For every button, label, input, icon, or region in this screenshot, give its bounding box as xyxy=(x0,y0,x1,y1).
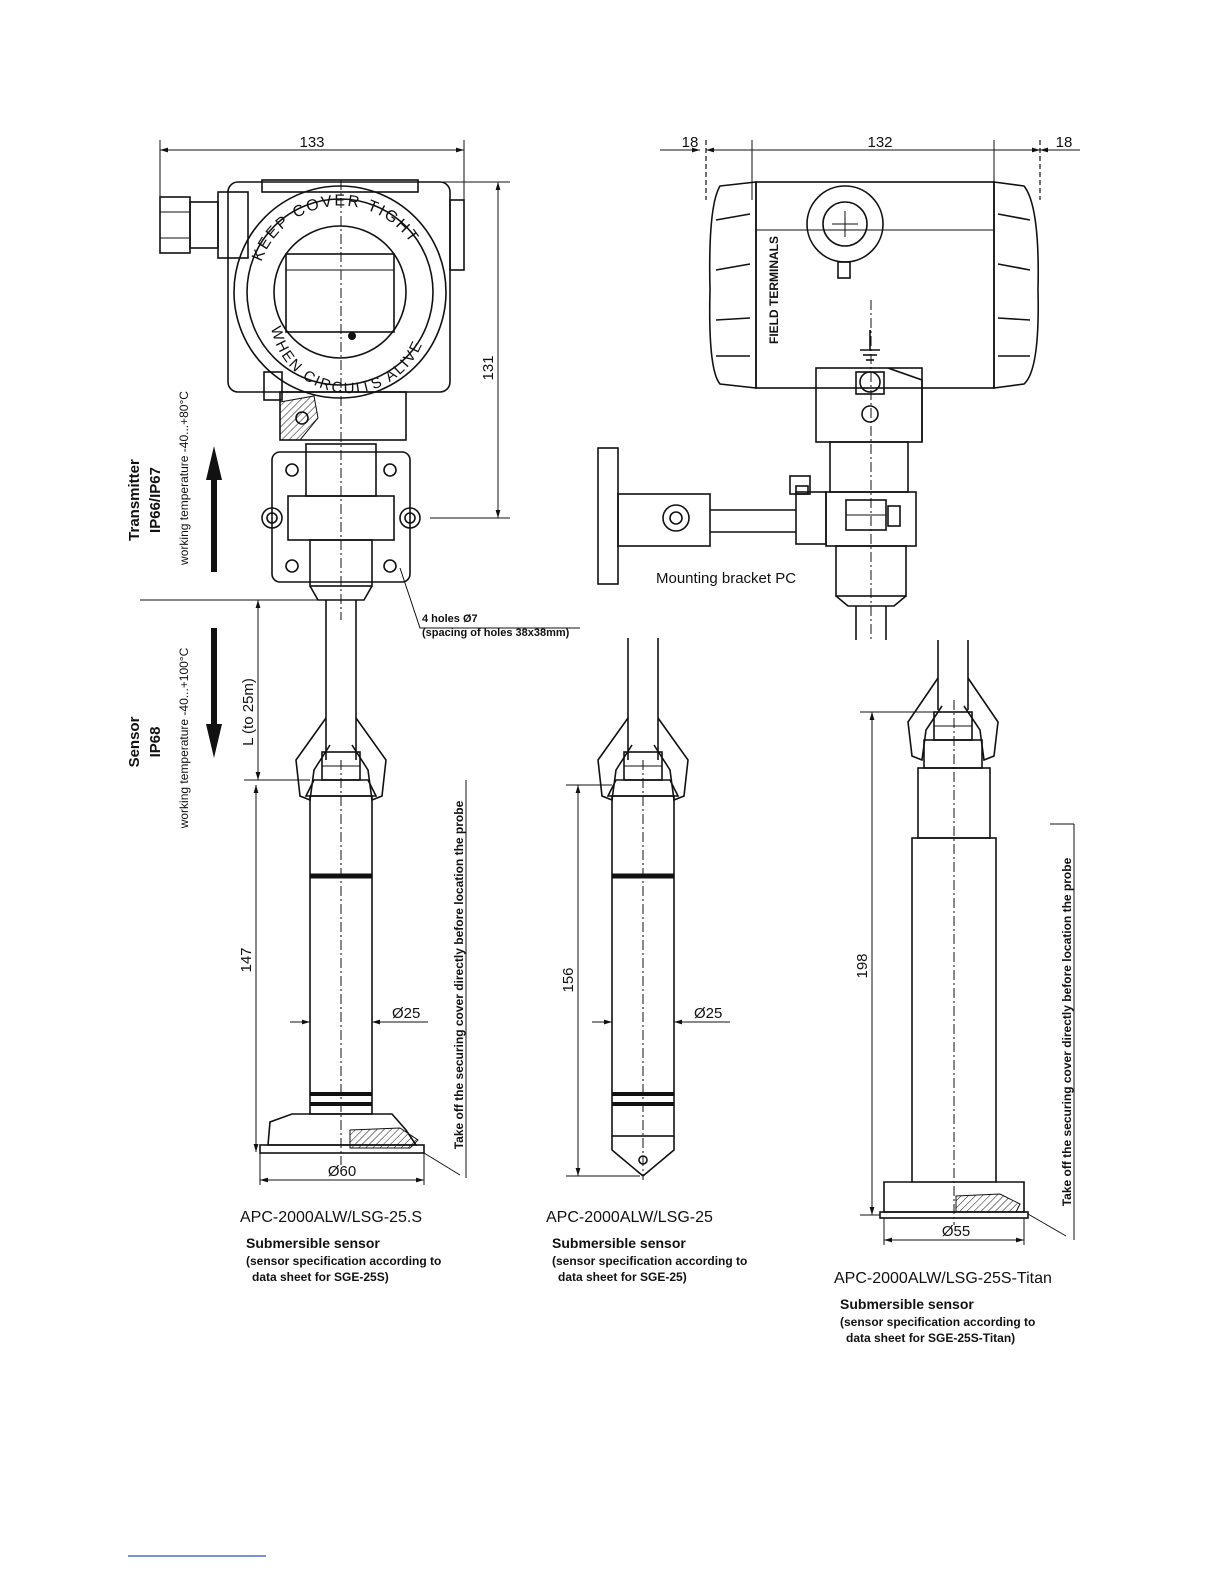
model-spec1-a: (sensor specification according to xyxy=(246,1254,441,1268)
model-spec2-b: data sheet for SGE-25) xyxy=(558,1270,687,1284)
model-spec1-b: (sensor specification according to xyxy=(552,1254,747,1268)
holes-label-2: (spacing of holes 38x38mm) xyxy=(422,627,570,639)
transmitter-front-view: 133 KEEP COVER TIGHT WHEN CIRCUITS ALIVE xyxy=(126,134,580,829)
sensor-temperature: working temperature -40...+100°C xyxy=(177,647,191,829)
probe-lsg-25s-titan: 198 Ø55 Take off the securing cover dire… xyxy=(834,640,1075,1345)
dim-right-side-left: 18 xyxy=(682,134,699,151)
dim-flange-a: Ø60 xyxy=(328,1163,356,1180)
model-type-b: Submersible sensor xyxy=(552,1235,686,1251)
svg-text:KEEP COVER TIGHT: KEEP COVER TIGHT xyxy=(249,193,422,264)
dim-right-side-right: 18 xyxy=(1056,134,1073,151)
probe-lsg-25s: L (to 25m) 147 Ø25 Ø60 Take off the sec xyxy=(238,600,467,1284)
dim-diameter-a: Ø25 xyxy=(392,1005,420,1022)
transmitter-title: Transmitter xyxy=(126,459,143,541)
model-name-a: APC-2000ALW/LSG-25.S xyxy=(240,1209,422,1226)
cover-note-c: Take off the securing cover directly bef… xyxy=(1060,857,1074,1206)
field-terminals-label: FIELD TERMINALS xyxy=(767,236,781,344)
cover-note-a: Take off the securing cover directly bef… xyxy=(452,800,466,1149)
holes-label-1: 4 holes Ø7 xyxy=(422,613,478,625)
model-spec2-a: data sheet for SGE-25S) xyxy=(252,1270,389,1284)
dim-transmitter-height: 131 xyxy=(480,355,497,380)
dim-flange-c: Ø55 xyxy=(942,1223,970,1240)
model-type-c: Submersible sensor xyxy=(840,1296,974,1312)
mounting-bracket-label: Mounting bracket PC xyxy=(656,570,796,587)
dim-probe-length-c: 198 xyxy=(854,953,871,978)
dim-left-width: 133 xyxy=(299,134,324,151)
model-name-b: APC-2000ALW/LSG-25 xyxy=(546,1209,713,1226)
probe-lsg-25: 156 Ø25 APC-2000ALW/LSG-25 Submersible s… xyxy=(546,638,747,1284)
transmitter-temperature: working temperature -40...+80°C xyxy=(177,391,191,566)
model-spec2-c: data sheet for SGE-25S-Titan) xyxy=(846,1331,1015,1345)
model-name-c: APC-2000ALW/LSG-25S-Titan xyxy=(834,1270,1052,1287)
arrow-down-icon xyxy=(206,628,222,758)
cover-text-top: KEEP COVER TIGHT xyxy=(249,193,420,264)
model-type-a: Submersible sensor xyxy=(246,1235,380,1251)
dim-right-width: 132 xyxy=(867,134,892,151)
dim-probe-length-b: 156 xyxy=(560,967,577,992)
dim-cable-length: L (to 25m) xyxy=(240,678,257,746)
transmitter-side-view: 18 132 18 FIELD TERMINALS xyxy=(597,134,1080,640)
ground-icon xyxy=(860,330,880,361)
sensor-rating: IP68 xyxy=(147,727,164,758)
sensor-title: Sensor xyxy=(126,716,143,767)
dim-diameter-b: Ø25 xyxy=(694,1005,722,1022)
dim-probe-length-a: 147 xyxy=(238,947,255,972)
arrow-up-icon xyxy=(206,446,222,572)
model-spec1-c: (sensor specification according to xyxy=(840,1315,1035,1329)
transmitter-rating: IP66/IP67 xyxy=(147,467,164,533)
